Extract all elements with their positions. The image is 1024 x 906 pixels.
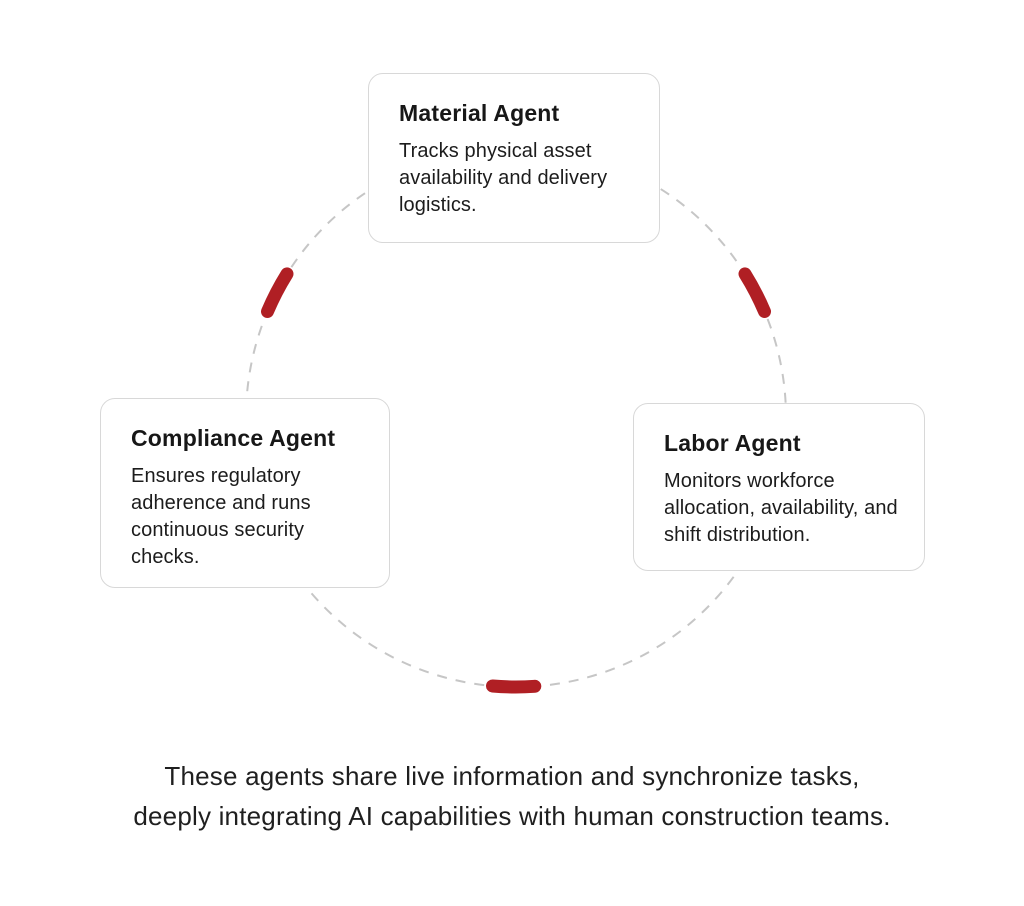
agent-card-title: Material Agent (399, 100, 560, 126)
cycle-arc-segment-left (261, 267, 294, 318)
agent-card-title: Compliance Agent (131, 425, 336, 451)
agent-card-description: Tracks physical asset availability and d… (399, 140, 608, 216)
agent-card-labor: Labor Agent Monitors workforce allocatio… (633, 403, 925, 571)
diagram-caption: These agents share live information and … (133, 761, 891, 831)
agent-card-description: Monitors workforce allocation, availabil… (664, 470, 898, 546)
agent-card-description: Ensures regulatory adherence and runs co… (131, 465, 311, 568)
agent-card-title: Labor Agent (664, 430, 801, 456)
cycle-arc-segment-right (738, 267, 771, 318)
agent-card-compliance: Compliance Agent Ensures regulatory adhe… (100, 398, 390, 588)
agent-card-material: Material Agent Tracks physical asset ava… (368, 73, 660, 243)
cycle-arc-segment-bottom (486, 679, 542, 694)
